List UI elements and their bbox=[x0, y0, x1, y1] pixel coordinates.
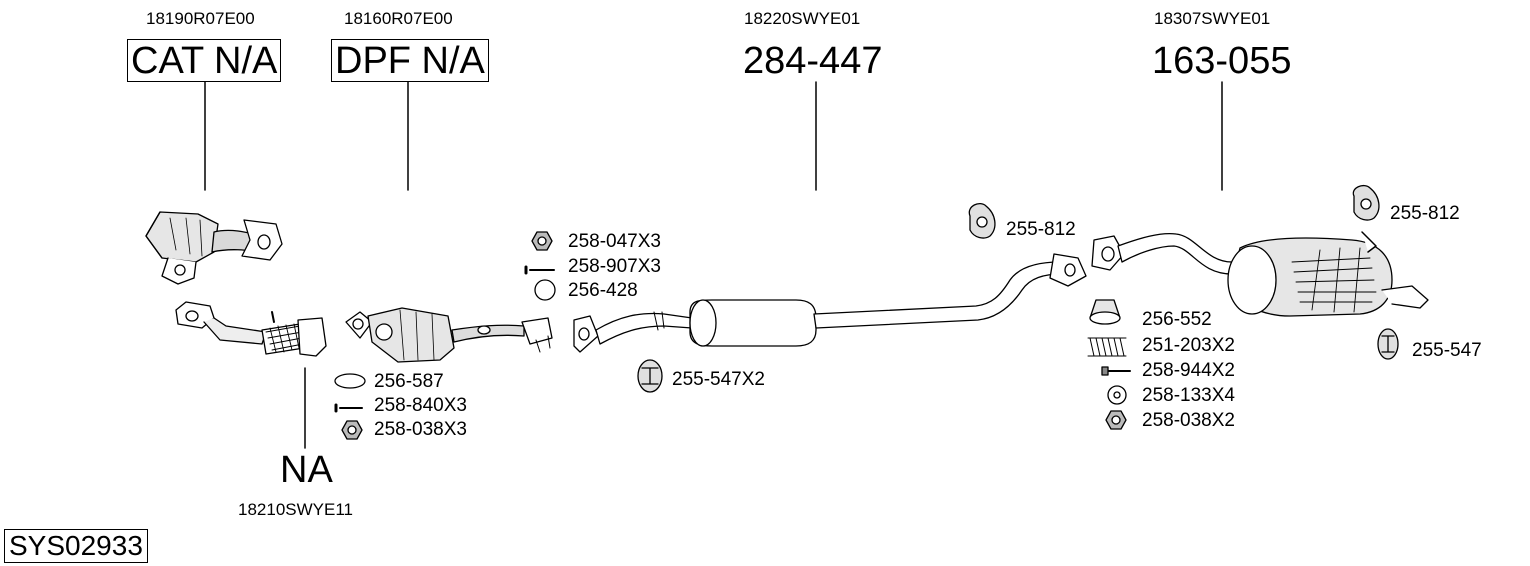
nut-icon-rear bbox=[1105, 410, 1127, 430]
part-label-rear-nut[interactable]: 258-038X2 bbox=[1142, 410, 1235, 431]
part-label-front-gasket[interactable]: 256-587 bbox=[374, 371, 444, 392]
gasket-icon-middle bbox=[534, 279, 556, 301]
part-label-front-bolt[interactable]: 258-840X3 bbox=[374, 395, 467, 416]
spring-icon-rear bbox=[1087, 337, 1127, 357]
part-label-rear-gasket[interactable]: 256-552 bbox=[1142, 309, 1212, 330]
part-number-dpf[interactable]: DPF N/A bbox=[331, 39, 489, 82]
part-label-middle-nut[interactable]: 258-047X3 bbox=[568, 231, 661, 252]
hanger-icon-rear-a bbox=[968, 202, 996, 239]
part-label-rear-hanger-c[interactable]: 255-547 bbox=[1412, 340, 1482, 361]
catalytic-converter-drawing bbox=[145, 211, 283, 285]
oem-number-flex: 18210SWYE11 bbox=[238, 500, 353, 519]
flex-pipe-drawing bbox=[175, 301, 327, 357]
part-number-rear[interactable]: 163-055 bbox=[1152, 40, 1292, 82]
part-label-front-nut[interactable]: 258-038X3 bbox=[374, 419, 467, 440]
oem-number-middle: 18220SWYE01 bbox=[744, 9, 861, 28]
hanger-icon-middle bbox=[637, 359, 663, 393]
part-label-rear-hanger-b[interactable]: 255-812 bbox=[1390, 203, 1460, 224]
part-number-flex[interactable]: NA bbox=[280, 449, 333, 491]
part-number-middle[interactable]: 284-447 bbox=[743, 40, 883, 82]
bolt-icon-rear bbox=[1101, 366, 1131, 376]
part-number-cat[interactable]: CAT N/A bbox=[127, 39, 282, 82]
rear-silencer-drawing bbox=[1091, 231, 1429, 317]
part-label-middle-gasket[interactable]: 256-428 bbox=[568, 280, 638, 301]
system-id: SYS02933 bbox=[4, 529, 148, 563]
oem-number-rear: 18307SWYE01 bbox=[1154, 9, 1271, 28]
dpf-drawing bbox=[345, 307, 553, 363]
nut-icon-middle bbox=[531, 231, 553, 251]
part-label-rear-hanger-a[interactable]: 255-812 bbox=[1006, 219, 1076, 240]
gasket-icon-rear bbox=[1089, 299, 1121, 325]
part-label-rear-bolt[interactable]: 258-944X2 bbox=[1142, 360, 1235, 381]
gasket-icon-front bbox=[334, 373, 366, 389]
part-label-rear-spring[interactable]: 251-203X2 bbox=[1142, 335, 1235, 356]
nut-icon-front bbox=[341, 420, 363, 440]
bolt-icon-middle bbox=[524, 265, 555, 275]
oem-number-dpf: 18160R07E00 bbox=[344, 9, 453, 28]
part-label-rear-washer[interactable]: 258-133X4 bbox=[1142, 385, 1235, 406]
hanger-icon-rear-c bbox=[1377, 328, 1399, 360]
bolt-icon-front bbox=[334, 403, 363, 413]
hanger-icon-rear-b bbox=[1352, 184, 1380, 221]
middle-pipe-drawing bbox=[573, 253, 1087, 353]
part-label-middle-hanger[interactable]: 255-547X2 bbox=[672, 369, 765, 390]
washer-icon-rear bbox=[1107, 385, 1127, 405]
oem-number-cat: 18190R07E00 bbox=[146, 9, 255, 28]
part-label-middle-bolt[interactable]: 258-907X3 bbox=[568, 256, 661, 277]
